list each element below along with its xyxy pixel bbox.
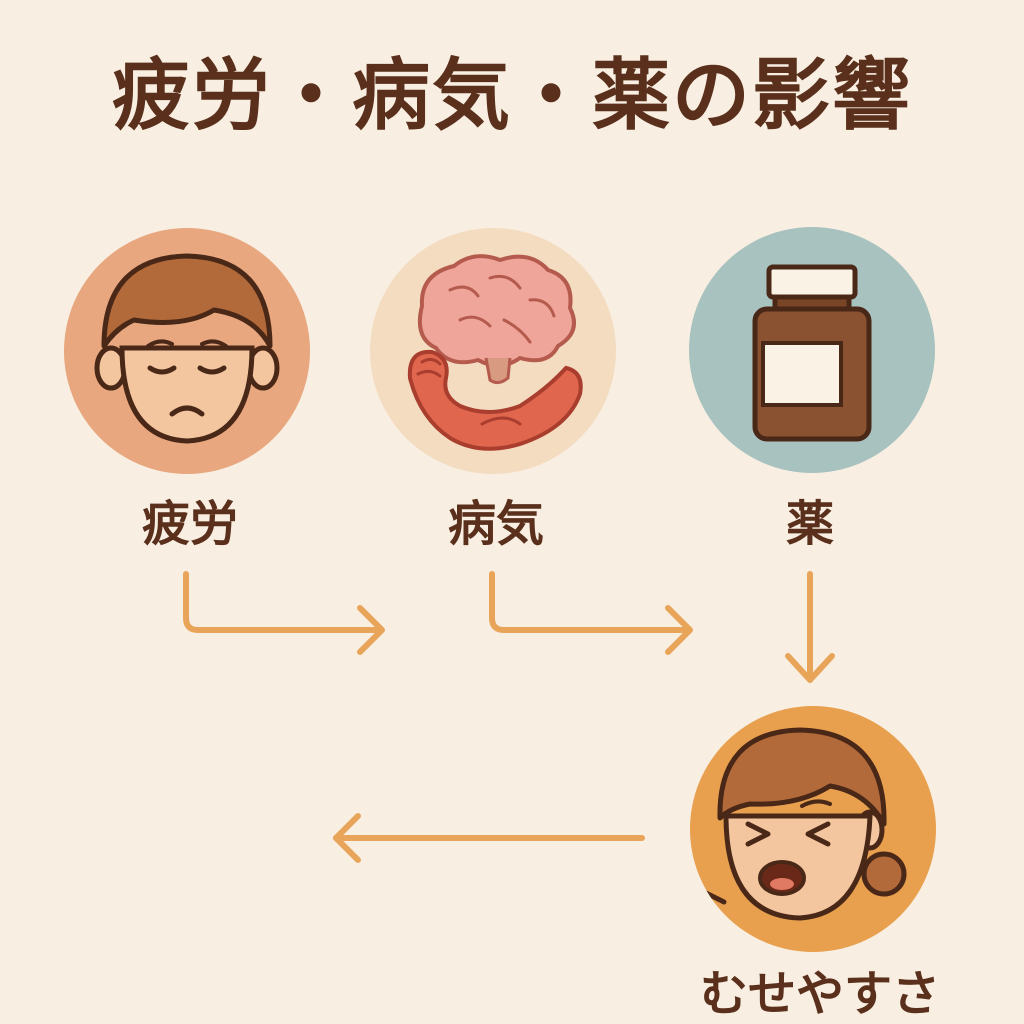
medicine-bottle-icon [752, 264, 872, 442]
fatigue-label: 疲労 [141, 496, 238, 552]
choking-label: むせやすさ [699, 966, 940, 1022]
medicine-node [689, 227, 935, 473]
medicine-label: 薬 [785, 496, 834, 552]
illness-label: 病気 [447, 496, 544, 552]
brain-and-arm-icon [407, 254, 583, 451]
arrow-medicine-to-choking [785, 571, 835, 683]
fatigue-node [64, 228, 310, 474]
arrow-choking-left [333, 813, 645, 863]
illness-node [370, 228, 616, 474]
arrow-illness-to-medicine [489, 571, 693, 655]
arrow-fatigue-to-illness [183, 571, 385, 655]
tired-face-icon [94, 253, 280, 444]
page-title: 疲労・病気・薬の影響 [111, 51, 912, 141]
choking-node [690, 706, 936, 952]
